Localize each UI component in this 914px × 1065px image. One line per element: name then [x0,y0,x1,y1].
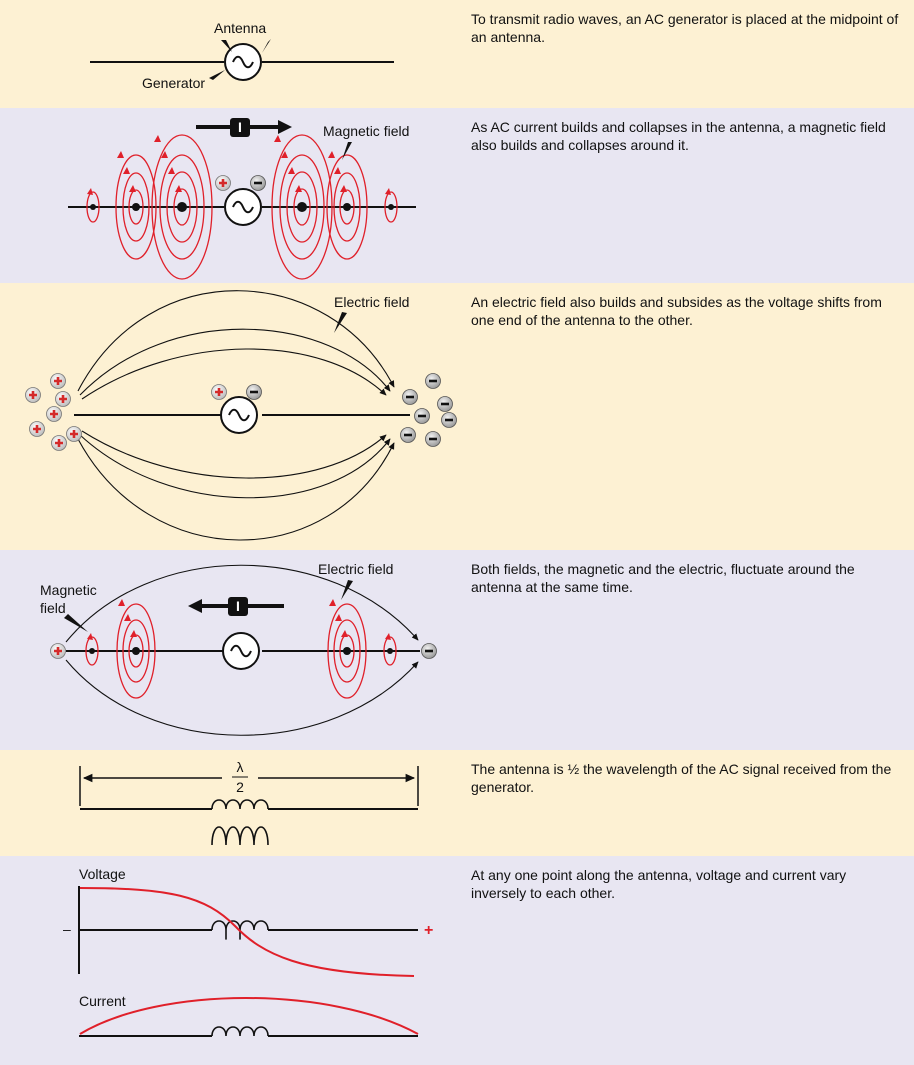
antenna-pointer [221,40,232,52]
magnetic-field-label: Magnetic field [323,123,409,139]
negative-charge-icon [420,642,438,660]
panel-5-description: The antenna is ½ the wavelength of the A… [471,761,892,795]
positive-charge-icon [49,642,67,660]
current-label: Current [79,993,126,1009]
panel-wavelength: λ 2 The antenna is ½ the wavelength of t… [0,750,914,856]
current-symbol: I [236,598,240,614]
magnetic-field-pointer [342,142,352,160]
half-wavelength-figure: λ 2 [79,759,419,846]
electric-field-figure: Electric field [24,290,458,541]
panel-3-description: An electric field also builds and subsid… [471,294,882,328]
electric-field-pointer [341,580,353,600]
panel-generator: Antenna Generator To transmit radio wave… [0,0,914,108]
negative-charge-icon [245,383,263,401]
coil-icon [211,799,269,810]
panel-4-description: Both fields, the magnetic and the electr… [471,561,855,595]
positive-charge-cluster [24,372,83,452]
magnetic-field-direction-arrows [87,135,391,195]
ac-generator-icon [224,43,262,81]
generator-label: Generator [142,75,205,91]
panel-voltage-current: Voltage – + Current At any one point alo… [0,856,914,1065]
positive-charge-icon [210,383,228,401]
generator-antenna-figure: Antenna Generator [90,20,394,91]
panel-6-description: At any one point along the antenna, volt… [471,867,847,901]
negative-charge-icon [249,174,267,192]
panel-1-description: To transmit radio waves, an AC generator… [471,11,899,45]
coil-icon [211,1026,269,1037]
electric-field-pointer [334,312,347,333]
ac-generator-icon [220,396,258,434]
voltage-current-figure: Voltage – + Current [63,866,433,1037]
panel-2-description: As AC current builds and collapses in th… [471,119,886,153]
magnetic-field-loops [86,134,398,280]
panel-electric-field: Electric field An electric field also bu… [0,283,914,550]
electric-field-label: Electric field [318,561,393,577]
current-arrow-icon: I [196,118,292,137]
combined-fields-figure: I Electric field Magnetic field [40,561,438,736]
voltage-label: Voltage [79,866,126,882]
negative-charge-cluster [399,372,458,448]
minus-sign: – [63,921,71,937]
antenna-label: Antenna [214,20,266,36]
current-symbol: I [238,119,242,135]
magnetic-field-loops [85,603,397,699]
current-curve [79,997,419,1035]
ac-generator-icon [224,188,262,226]
antenna-nodes [89,647,393,655]
electric-field-lines [65,564,419,736]
electric-field-lines [77,290,395,541]
magnetic-field-direction-arrows [87,599,391,640]
panel-both-fields: I Electric field Magnetic field Both fie… [0,550,914,750]
plus-sign: + [424,922,433,939]
antenna-pointer-right [262,39,271,53]
magnetic-field-label-line1: Magnetic [40,582,97,598]
lambda-symbol: λ [237,759,244,775]
ac-generator-icon [222,632,260,670]
fraction-denominator: 2 [236,779,244,795]
antenna-nodes [90,202,394,212]
voltage-curve [79,887,415,977]
magnetic-field-figure: I Magnetic field [68,118,416,280]
positive-charge-icon [214,174,232,192]
current-arrow-icon: I [188,597,284,616]
panel-magnetic-field: I Magnetic field As AC current builds an… [0,108,914,283]
magnetic-field-pointer [64,614,88,632]
magnetic-field-label-line2: field [40,600,66,616]
coil-icon [211,826,269,846]
generator-pointer [209,70,225,80]
electric-field-label: Electric field [334,294,409,310]
